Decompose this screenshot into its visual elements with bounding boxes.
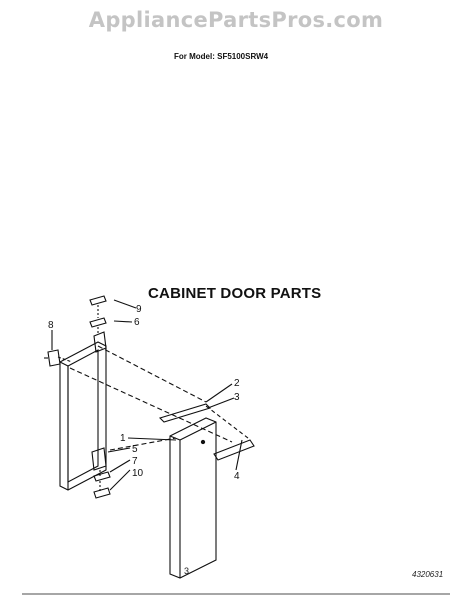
hinge-bracket-top: [93, 331, 107, 353]
hinge-part-9: [89, 295, 107, 306]
document-number: 4320631: [412, 570, 444, 579]
callout-7: 7: [132, 456, 138, 467]
callout-1: 1: [120, 433, 126, 444]
door-frame: [59, 341, 107, 491]
section-title: CABINET DOOR PARTS: [148, 285, 322, 302]
model-label: For Model: SF5100SRW4: [174, 52, 269, 61]
callout-4: 4: [234, 471, 240, 482]
watermark: AppliancePartsPros.com: [88, 8, 384, 32]
callout-8: 8: [48, 320, 54, 331]
hinge-part-7: [93, 471, 111, 482]
hinge-part-10: [93, 487, 111, 499]
callout-5: 5: [132, 444, 138, 455]
callout-2: 2: [234, 378, 240, 389]
callout-6: 6: [134, 317, 140, 328]
screw-part-8: [47, 349, 61, 367]
hinge-part-6: [89, 317, 107, 328]
page-number: 3: [184, 566, 190, 576]
door-panel: [169, 417, 217, 579]
hinge-bracket-bottom: [91, 447, 107, 471]
callout-3: 3: [234, 392, 240, 403]
callout-10: 10: [132, 468, 144, 479]
handle-front-part-4: [213, 439, 255, 461]
callout-9: 9: [136, 304, 142, 315]
handle-top-part-2: [158, 403, 212, 423]
